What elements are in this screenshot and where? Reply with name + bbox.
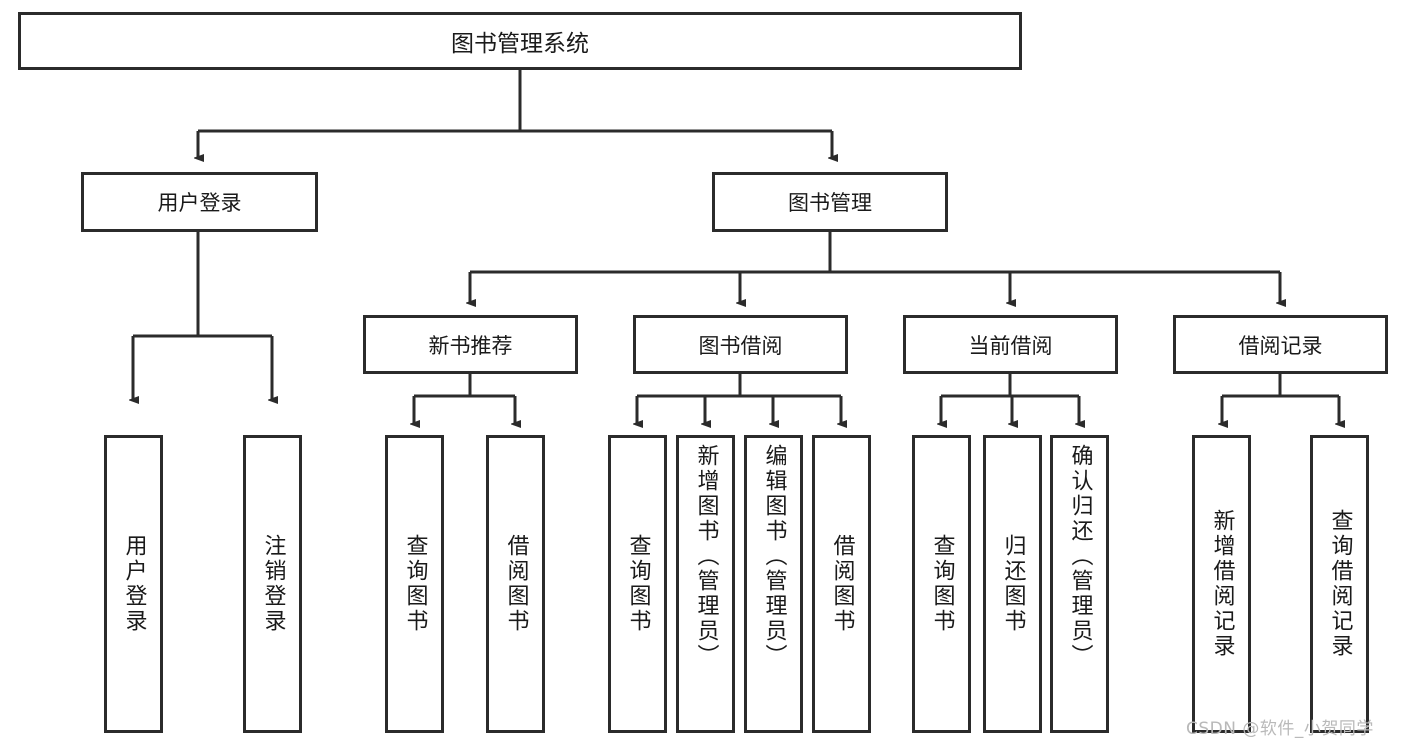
node-new-book-recommend[interactable]: 新书推荐 <box>363 315 578 374</box>
node-borrow-record[interactable]: 借阅记录 <box>1173 315 1388 374</box>
node-new-book-recommend-label: 新书推荐 <box>428 333 513 358</box>
leaf-user-logout-label: 注销登录 <box>260 534 286 634</box>
node-book-management[interactable]: 图书管理 <box>712 172 948 232</box>
node-current-borrow[interactable]: 当前借阅 <box>903 315 1118 374</box>
node-root-label: 图书管理系统 <box>451 31 589 57</box>
node-book-borrow-label: 图书借阅 <box>698 333 783 358</box>
leaf-recommend-query-book-label: 查询图书 <box>402 534 428 634</box>
leaf-record-query-record[interactable]: 查询借阅记录 <box>1310 435 1369 733</box>
leaf-borrow-add-book-admin-label: 新增图书（管理员） <box>693 444 719 669</box>
leaf-record-add-record-label: 新增借阅记录 <box>1209 509 1235 659</box>
leaf-borrow-borrow-book[interactable]: 借阅图书 <box>812 435 871 733</box>
leaf-current-confirm-return-admin-label: 确认归还（管理员） <box>1067 444 1093 669</box>
leaf-current-return-book[interactable]: 归还图书 <box>983 435 1042 733</box>
node-book-borrow[interactable]: 图书借阅 <box>633 315 848 374</box>
leaf-recommend-borrow-book[interactable]: 借阅图书 <box>486 435 545 733</box>
leaf-borrow-edit-book-admin[interactable]: 编辑图书（管理员） <box>744 435 803 733</box>
node-current-borrow-label: 当前借阅 <box>968 333 1053 358</box>
leaf-recommend-query-book[interactable]: 查询图书 <box>385 435 444 733</box>
leaf-borrow-add-book-admin[interactable]: 新增图书（管理员） <box>676 435 735 733</box>
leaf-borrow-query-book-label: 查询图书 <box>625 534 651 634</box>
leaf-current-query-book-label: 查询图书 <box>929 534 955 634</box>
leaf-user-login-label: 用户登录 <box>121 534 147 634</box>
node-book-management-label: 图书管理 <box>788 191 872 215</box>
leaf-record-add-record[interactable]: 新增借阅记录 <box>1192 435 1251 733</box>
node-borrow-record-label: 借阅记录 <box>1238 333 1323 358</box>
watermark: CSDN @软件_小贺同学 <box>1186 719 1374 739</box>
leaf-borrow-query-book[interactable]: 查询图书 <box>608 435 667 733</box>
leaf-borrow-edit-book-admin-label: 编辑图书（管理员） <box>761 444 787 669</box>
node-root[interactable]: 图书管理系统 <box>18 12 1022 70</box>
leaf-borrow-borrow-book-label: 借阅图书 <box>829 534 855 634</box>
leaf-record-query-record-label: 查询借阅记录 <box>1327 509 1353 659</box>
leaf-recommend-borrow-book-label: 借阅图书 <box>503 534 529 634</box>
leaf-user-login[interactable]: 用户登录 <box>104 435 163 733</box>
leaf-current-query-book[interactable]: 查询图书 <box>912 435 971 733</box>
node-user-login[interactable]: 用户登录 <box>81 172 318 232</box>
leaf-user-logout[interactable]: 注销登录 <box>243 435 302 733</box>
leaf-current-confirm-return-admin[interactable]: 确认归还（管理员） <box>1050 435 1109 733</box>
leaf-current-return-book-label: 归还图书 <box>1000 534 1026 634</box>
node-user-login-label: 用户登录 <box>157 191 242 215</box>
